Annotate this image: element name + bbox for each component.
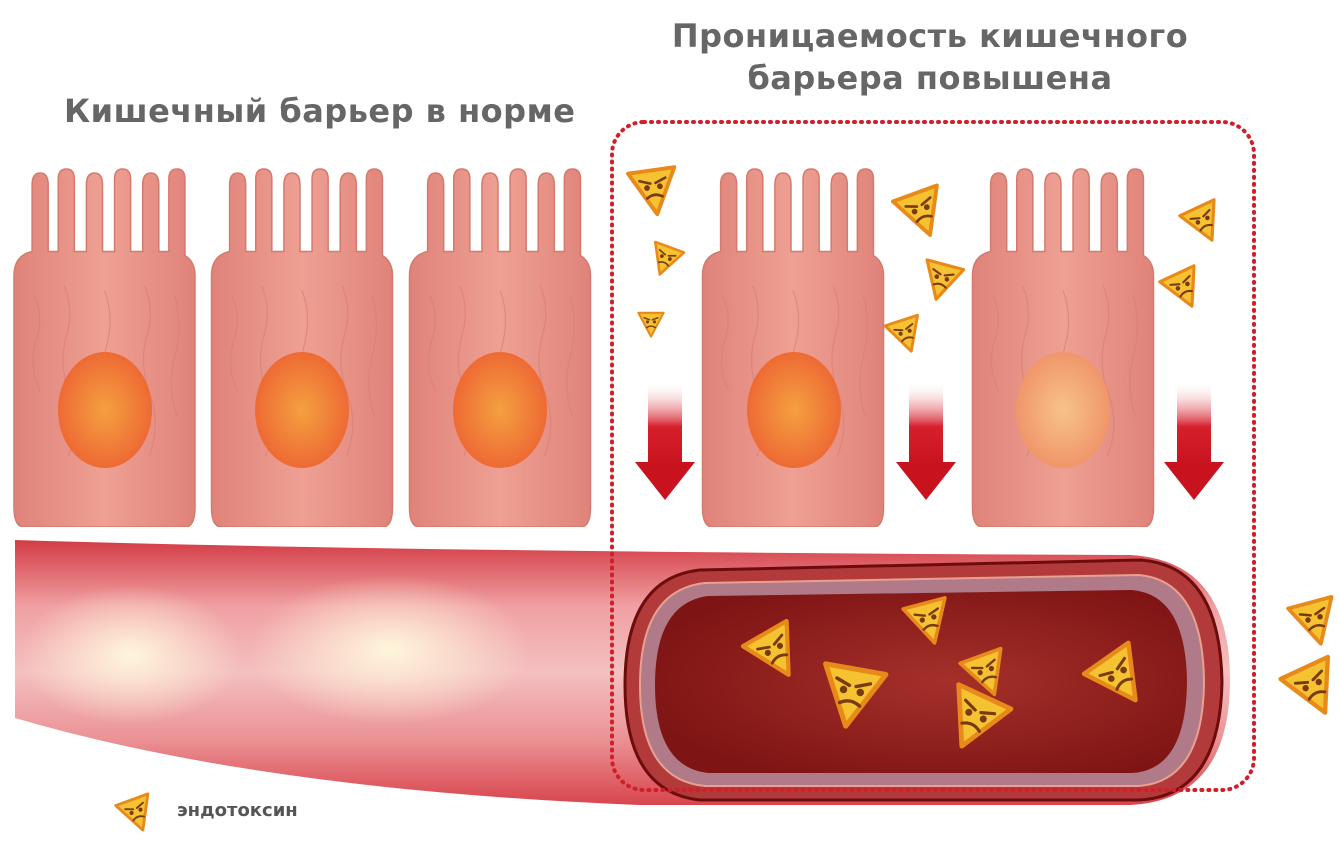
legend-endotoxin-label: эндотоксин [177, 800, 298, 821]
endotoxin-triangle-icon [1281, 657, 1339, 724]
down-arrow-icon-2 [896, 380, 956, 500]
legend-endotoxin-icon [116, 794, 159, 836]
endotoxin-triangle-icon [638, 313, 663, 337]
down-arrow-icon-1 [635, 380, 695, 500]
cell-nucleus-5 [1016, 352, 1110, 468]
increased-permeability-title: Проницаемость кишечного барьера повышена [660, 16, 1200, 99]
cell-nucleus-1 [58, 352, 152, 468]
endotoxin-triangle-icon [1288, 597, 1339, 650]
epithelial-cell-3 [410, 169, 591, 527]
cell-nucleus-4 [747, 352, 841, 468]
epithelial-cell-2 [212, 169, 393, 527]
endotoxin-triangle-icon [893, 185, 952, 243]
endotoxin-triangle-icon [1180, 200, 1229, 248]
down-arrow-icon-3 [1164, 380, 1224, 500]
cell-nucleus-3 [453, 352, 547, 468]
normal-barrier-title: Кишечный барьер в норме [64, 92, 575, 130]
epithelial-cell-5 [973, 169, 1154, 527]
epithelial-cell-1 [14, 169, 195, 527]
blood-vessel [15, 540, 1230, 805]
endotoxin-triangle-icon [628, 167, 680, 217]
endotoxin-triangle-icon [645, 242, 684, 280]
epithelial-cell-4 [703, 169, 884, 527]
endotoxin-triangle-icon [918, 260, 964, 304]
endotoxin-triangle-icon [885, 315, 928, 356]
cell-nucleus-2 [255, 352, 349, 468]
endotoxin-triangle-icon [1160, 266, 1209, 314]
normal-barrier-cells [14, 169, 591, 527]
